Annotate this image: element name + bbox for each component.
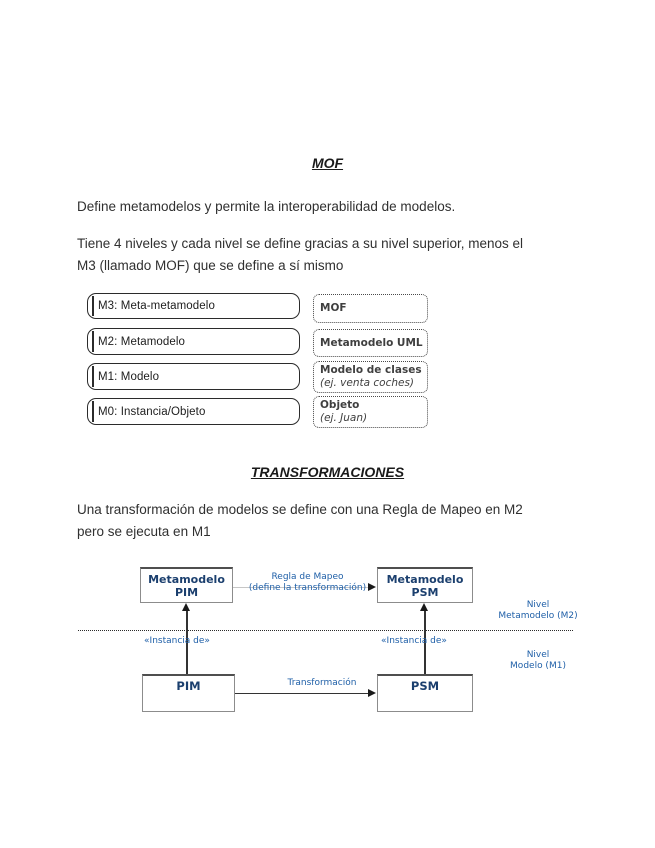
instance-arrowhead-right-icon (420, 603, 428, 611)
example-box-title: Objeto (320, 399, 360, 411)
mapping-rule-line: (define la transformación) (248, 583, 367, 593)
section-title-transformaciones: TRANSFORMACIONES (250, 464, 405, 480)
transformation-arrow-line (235, 693, 369, 694)
level-m2-label: Nivel Metamodelo (M2) (490, 600, 586, 622)
mapping-rule-arrow-line (233, 587, 369, 588)
example-box-title: MOF (320, 302, 347, 314)
level-box-label: M3: Meta-metamodelo (98, 300, 215, 312)
example-box-mof: MOF (313, 294, 428, 323)
level-label-line: Modelo (M1) (510, 661, 566, 671)
mapping-rule-line: Regla de Mapeo (271, 572, 344, 582)
example-box-title: Metamodelo UML (320, 336, 423, 349)
level-separator-dotted-line (78, 630, 573, 631)
box-pim: PIM (142, 674, 235, 712)
instance-label-left: «Instancia de» (144, 636, 210, 646)
box-label-line: PIM (174, 585, 199, 599)
level-label-line: Nivel (526, 650, 550, 660)
transformation-label: Transformación (287, 678, 357, 688)
paragraph-line: Una transformación de modelos se define … (77, 502, 523, 517)
mapping-rule-arrowhead-icon (368, 583, 376, 591)
box-metamodelo-psm: Metamodelo PSM (377, 567, 473, 603)
example-box-objeto: Objeto (ej. Juan) (313, 396, 428, 428)
example-box-metamodelo-uml: Metamodelo UML (313, 329, 428, 357)
paragraph-line: M3 (llamado MOF) que se define a sí mism… (77, 258, 344, 273)
box-label-line: PSM (411, 585, 439, 599)
level-box-m3: M3: Meta-metamodelo (87, 293, 300, 319)
box-label-line: PIM (176, 679, 201, 693)
box-label-line: Metamodelo (386, 572, 464, 586)
example-box-example: (ej. venta coches) (320, 377, 415, 389)
section-title-mof: MOF (311, 155, 344, 171)
paragraph-line: Tiene 4 niveles y cada nivel se define g… (77, 236, 523, 251)
level-label-line: Nivel (526, 600, 550, 610)
instance-arrow-left-line (186, 611, 188, 674)
paragraph-transformacion: Una transformación de modelos se define … (77, 499, 617, 543)
level-box-label: M1: Modelo (98, 370, 160, 383)
box-psm: PSM (377, 674, 473, 712)
level-m1-label: Nivel Modelo (M1) (490, 650, 586, 672)
paragraph-mof-definition: Define metamodelos y permite la interope… (77, 199, 456, 214)
level-box-label: M0: Instancia/Objeto (98, 405, 206, 418)
instance-arrowhead-left-icon (182, 603, 190, 611)
paragraph-line: pero se ejecuta en M1 (77, 524, 211, 539)
instance-arrow-right-line (424, 611, 426, 674)
box-metamodelo-pim: Metamodelo PIM (140, 567, 233, 603)
level-box-m1: M1: Modelo (87, 363, 300, 390)
level-box-m2: M2: Metamodelo (87, 328, 300, 355)
instance-label-right: «Instancia de» (381, 636, 447, 646)
transformation-arrowhead-icon (368, 689, 376, 697)
level-box-m0: M0: Instancia/Objeto (87, 398, 300, 425)
level-box-label: M2: Metamodelo (98, 335, 186, 348)
example-box-title: Modelo de clases (320, 364, 422, 376)
mapping-rule-label: Regla de Mapeo (define la transformación… (240, 572, 375, 594)
level-label-line: Metamodelo (M2) (498, 611, 578, 621)
box-label-line: PSM (410, 679, 440, 693)
box-label-line: Metamodelo (148, 572, 225, 586)
example-box-modelo-de-clases: Modelo de clases (ej. venta coches) (313, 361, 428, 393)
paragraph-mof-levels: Tiene 4 niveles y cada nivel se define g… (77, 233, 617, 277)
example-box-example: (ej. Juan) (320, 412, 368, 424)
